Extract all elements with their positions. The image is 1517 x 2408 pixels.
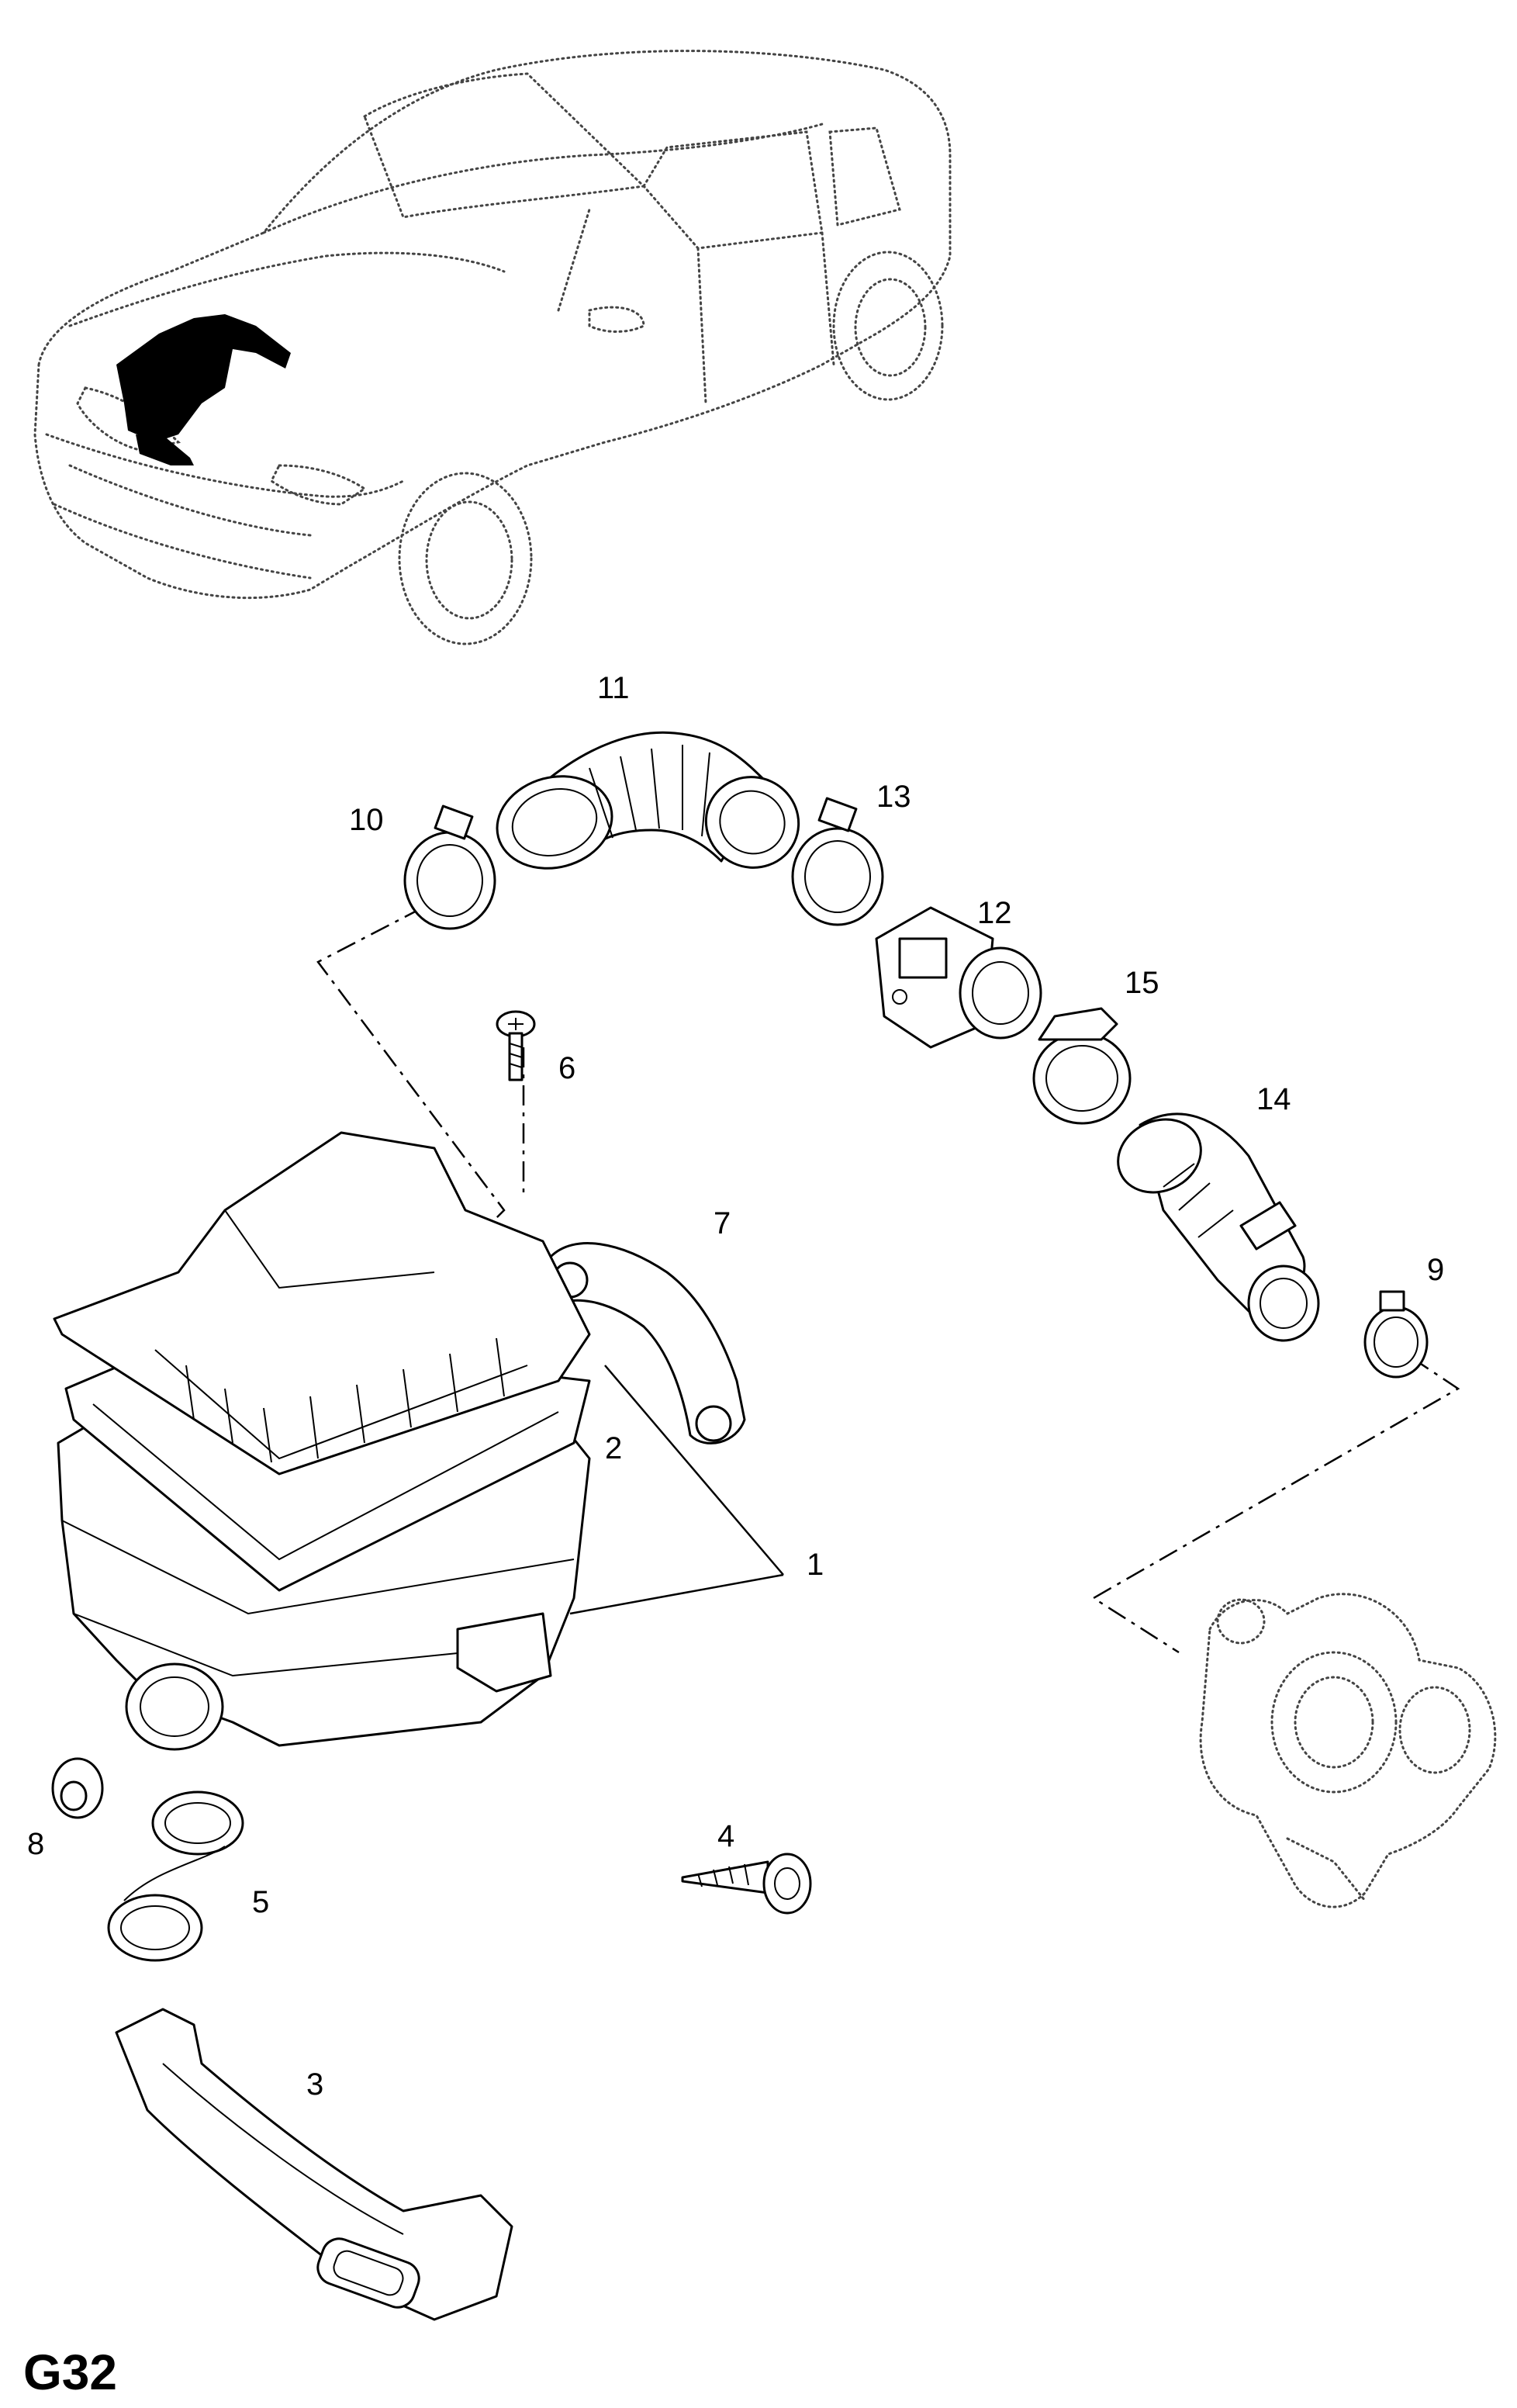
- callout-4: 4: [717, 1819, 734, 1853]
- part-11-air-hose: [496, 731, 800, 870]
- part-14-air-hose: [1117, 1112, 1320, 1342]
- callout-6: 6: [558, 1051, 575, 1085]
- callout-5: 5: [252, 1885, 269, 1919]
- part-3-intake-duct: [115, 2008, 513, 2321]
- part-5-seal-rings: [107, 1790, 244, 1962]
- part-15-hose-clamp: [1032, 1007, 1132, 1125]
- callout-8: 8: [27, 1827, 44, 1861]
- part-1-air-cleaner-housing: [53, 1131, 591, 1751]
- callout-1: 1: [807, 1548, 824, 1582]
- part-8-grommet: [51, 1757, 104, 1819]
- callout-15: 15: [1125, 966, 1159, 1000]
- part-9-hose-clamp: [1363, 1290, 1429, 1379]
- callout-11: 11: [597, 671, 630, 705]
- callout-9: 9: [1427, 1253, 1444, 1287]
- turbocharger-unit: [1199, 1593, 1497, 1908]
- callout-2: 2: [605, 1431, 622, 1465]
- callout-10: 10: [349, 803, 384, 837]
- highlighted-air-intake: [116, 314, 291, 442]
- part-6-bolt: [496, 1010, 536, 1081]
- leader-lines: [569, 1365, 784, 1615]
- part-10-hose-clamp: [403, 804, 496, 930]
- assembly-lines: [316, 906, 1460, 1654]
- page-code: G32: [23, 2344, 117, 2400]
- callout-labels: 11 10 13 12 15 6 14 7 9 2 1 8 4 5 3: [27, 671, 1444, 2102]
- callout-13: 13: [876, 780, 911, 814]
- part-13-hose-clamp: [791, 797, 884, 926]
- callout-12: 12: [977, 896, 1012, 930]
- part-4-screw: [681, 1853, 812, 1915]
- vehicle-overview: [33, 50, 952, 645]
- callout-3: 3: [306, 2067, 323, 2102]
- part-12-air-mass-meter: [875, 906, 1042, 1049]
- callout-7: 7: [714, 1206, 731, 1240]
- callout-14: 14: [1256, 1082, 1291, 1116]
